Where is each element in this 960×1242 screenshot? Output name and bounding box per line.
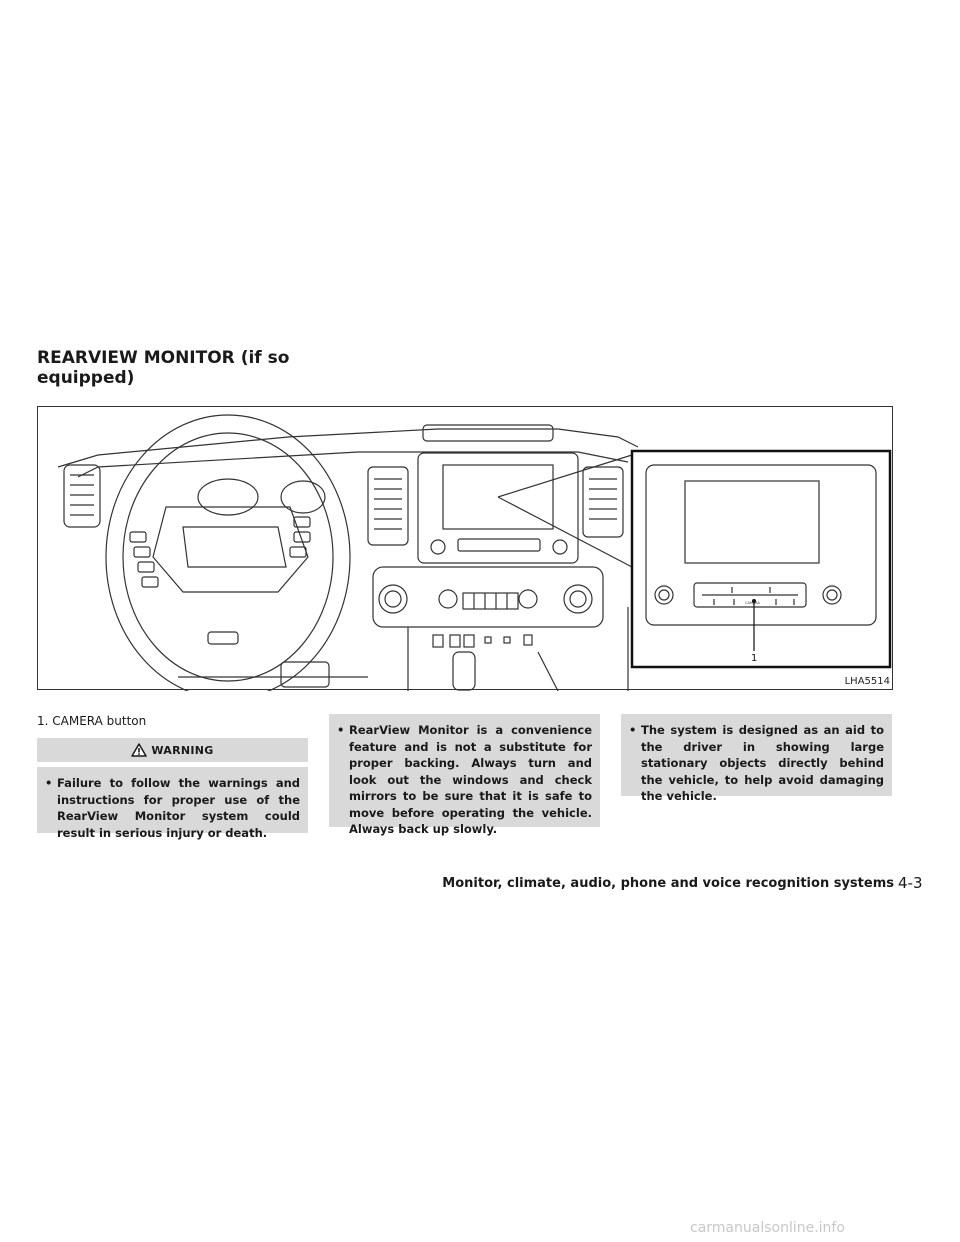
chapter-title: Monitor, climate, audio, phone and voice… (442, 876, 894, 891)
warning-text: RearView Monitor is a convenience featur… (349, 723, 592, 836)
bullet: • (45, 776, 53, 790)
warning-item: • The system is designed as an aid to th… (629, 722, 884, 805)
warning-box-2: • RearView Monitor is a convenience feat… (329, 714, 600, 836)
warning-column-3: • The system is designed as an aid to th… (621, 714, 892, 803)
figure-caption: 1. CAMERA button (37, 714, 147, 728)
dashboard-illustration: 1 CAMERA LHA5514 (37, 406, 893, 691)
warning-column-2: • RearView Monitor is a convenience feat… (329, 714, 600, 836)
warning-header: WARNING (37, 738, 308, 762)
warning-text: Failure to follow the warnings and instr… (57, 776, 300, 840)
page-number: 4-3 (898, 874, 923, 892)
inset-camera-label: CAMERA (745, 601, 760, 605)
section-title: REARVIEW MONITOR (if so equipped) (37, 348, 290, 388)
dashboard-drawing: 1 CAMERA (57, 414, 892, 691)
warning-box-3: • The system is designed as an aid to th… (621, 714, 892, 803)
warning-label: WARNING (151, 743, 214, 757)
warning-box-1: • Failure to follow the warnings and ins… (37, 767, 308, 840)
bullet: • (337, 723, 345, 737)
warning-item: • RearView Monitor is a convenience feat… (337, 722, 592, 838)
warning-item: • Failure to follow the warnings and ins… (45, 775, 300, 841)
warning-text: The system is designed as an aid to the … (641, 723, 884, 803)
inset-frame (630, 449, 892, 669)
callout-number: 1 (751, 653, 757, 664)
bullet: • (629, 723, 637, 737)
watermark: carmanualsonline.info (690, 1220, 845, 1236)
warning-icon (131, 743, 148, 757)
warning-column-1: WARNING • Failure to follow the warnings… (37, 738, 308, 840)
figure-code: LHA5514 (844, 676, 890, 687)
